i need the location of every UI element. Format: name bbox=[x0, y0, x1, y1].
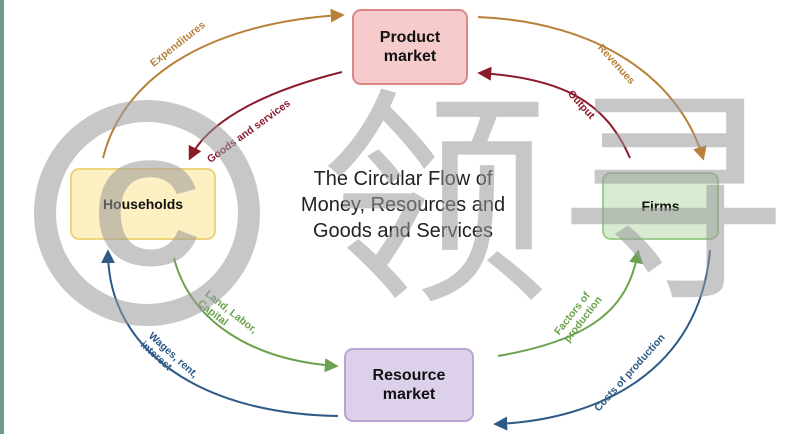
land-labor-capital-arrow bbox=[173, 257, 339, 373]
expenditures-arrow bbox=[102, 8, 345, 159]
households-label: Households bbox=[102, 195, 184, 212]
revenues-arrow bbox=[477, 16, 707, 161]
left-frame-edge bbox=[0, 0, 4, 434]
wages-rent-interest-arrow bbox=[101, 249, 339, 417]
resource-market-box: Resource market bbox=[344, 348, 474, 422]
households-box: Households bbox=[70, 168, 216, 240]
product-market-label: Product market bbox=[379, 28, 441, 65]
firms-box: Firms bbox=[602, 172, 719, 240]
costs-production-arrow bbox=[493, 249, 711, 431]
resource-market-label: Resource market bbox=[372, 366, 446, 403]
product-market-box: Product market bbox=[352, 9, 468, 85]
output-arrow bbox=[477, 66, 631, 159]
factors-production-arrow bbox=[497, 249, 643, 357]
diagram-title: The Circular Flow of Money, Resources an… bbox=[300, 168, 506, 242]
firms-label: Firms bbox=[641, 197, 680, 214]
